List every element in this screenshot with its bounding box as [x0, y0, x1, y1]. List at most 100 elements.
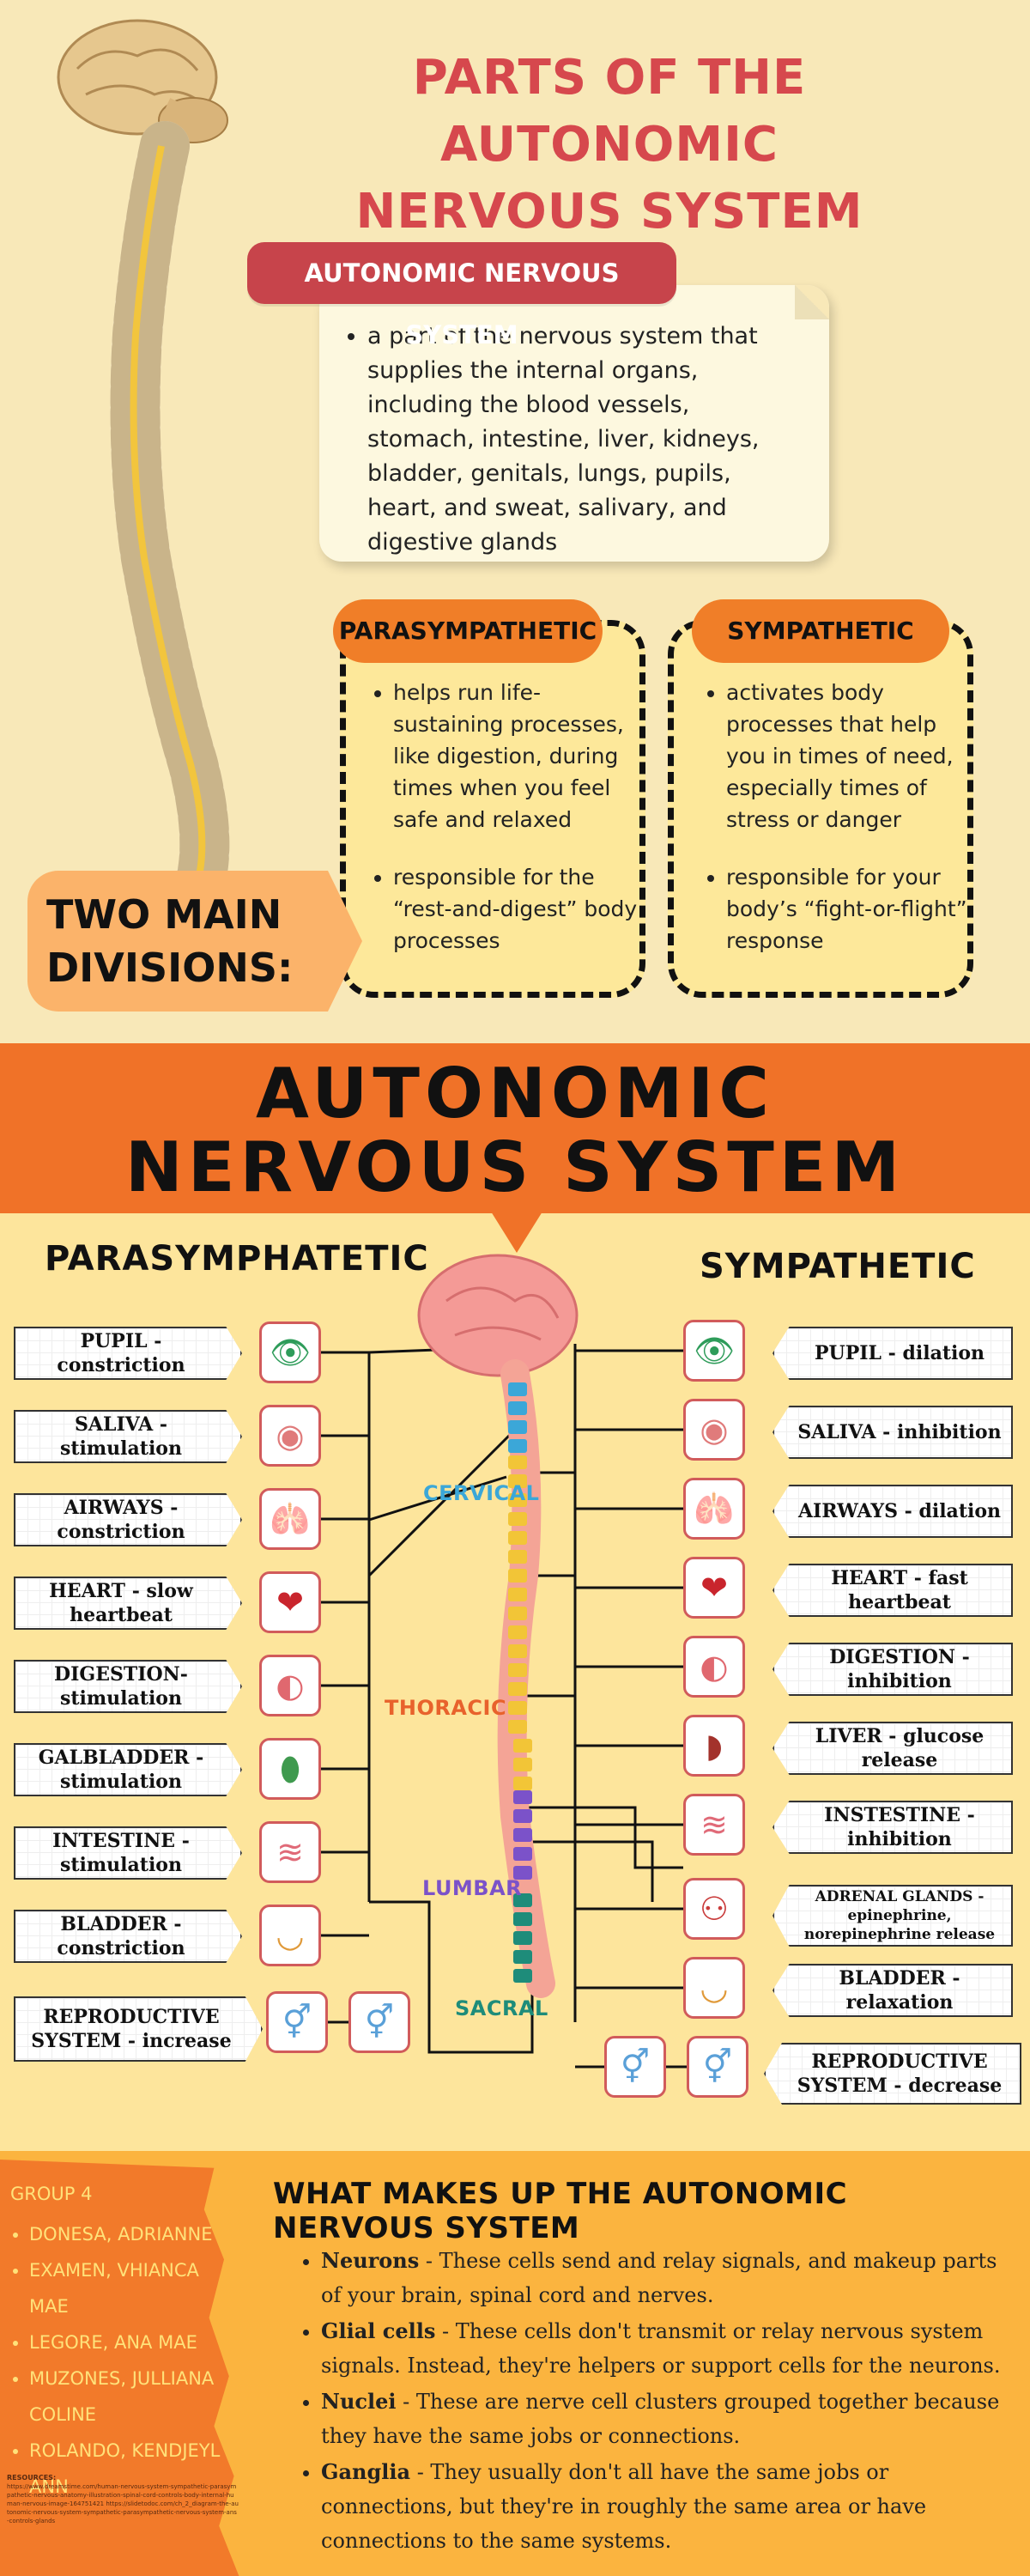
vertebra-segment: [513, 1739, 532, 1753]
heart-icon: ❤: [259, 1571, 321, 1633]
banner-pointer: [491, 1212, 542, 1253]
eye-icon: 👁: [683, 1320, 745, 1382]
brain-folds: [445, 1286, 560, 1341]
ans-diagram-section: AUTONOMIC NERVOUS SYSTEM PARASYMPHATETIC…: [0, 1043, 1030, 2151]
parasympathetic-effect-label: REPRODUCTIVE SYSTEM - increase: [14, 1996, 263, 2062]
banner-line-1: AUTONOMIC: [255, 1054, 775, 1133]
ans-overview-section: PARTS OF THE AUTONOMIC NERVOUS SYSTEM a …: [0, 0, 1030, 1043]
group-member: MUZONES, JULLIANA COLINE: [29, 2360, 235, 2433]
vertebra-segment: [513, 1790, 532, 1804]
two-main-line-1: TWO MAIN: [46, 891, 282, 938]
intestine-icon: ≋: [683, 1794, 745, 1856]
salivary-gland-icon: ◉: [259, 1405, 321, 1467]
vertebra-segment: [508, 1512, 527, 1526]
vertebra-segment: [508, 1474, 527, 1488]
page-title-line-1: PARTS OF THE AUTONOMIC: [412, 50, 807, 173]
sympathetic-effect-label: SALIVA - inhibition: [772, 1406, 1013, 1459]
sympathetic-effect-label: LIVER - glucose release: [772, 1722, 1013, 1775]
sympathetic-point: responsible for your body’s “fight-or-fl…: [726, 861, 975, 957]
sympathetic-point: activates body processes that help you i…: [726, 677, 975, 835]
parasympathetic-heading: PARASYMPATHETIC: [333, 599, 603, 663]
sympathetic-effect-label: AIRWAYS - dilation: [772, 1485, 1013, 1538]
region-label-cervical: CERVICAL: [423, 1481, 540, 1505]
vertebra-segment: [508, 1420, 527, 1434]
reproductive-icon: ⚥: [348, 1991, 410, 2053]
component-desc: - These are nerve cell clusters grouped …: [321, 2390, 1000, 2448]
region-label-lumbar: LUMBAR: [422, 1876, 523, 1900]
vertebra-segment: [508, 1401, 527, 1415]
vertebra-segment: [508, 1588, 527, 1601]
vertebra-segment: [513, 1950, 532, 1964]
resources-label: RESOURCES:: [7, 2474, 57, 2482]
component-term: Ganglia: [321, 2459, 411, 2484]
sympathetic-column-title: SYMPATHETIC: [700, 1247, 976, 1286]
sympathetic-effect-label: DIGESTION - inhibition: [772, 1643, 1013, 1696]
vertebra-segment: [513, 1828, 532, 1842]
sympathetic-effect-label: PUPIL - dilation: [772, 1327, 1013, 1380]
intestine-icon: ≋: [259, 1821, 321, 1883]
vertebra-segment: [508, 1569, 527, 1583]
parasympathetic-effect-label: SALIVA - stimulation: [14, 1410, 242, 1463]
vertebra-segment: [513, 1758, 532, 1771]
vertebra-segment: [513, 1777, 532, 1790]
sympathetic-effect-label: HEART - fast heartbeat: [772, 1564, 1013, 1617]
two-main-line-2: DIVISIONS:: [46, 945, 294, 991]
ans-label-tag: AUTONOMIC NERVOUS SYSTEM: [247, 242, 676, 349]
salivary-gland-icon: ◉: [683, 1399, 745, 1461]
group-member: LEGORE, ANA MAE: [29, 2324, 235, 2360]
vertebra-segment: [513, 1809, 532, 1823]
lungs-icon: 🫁: [259, 1488, 321, 1550]
vertebra-segment: [513, 1866, 532, 1880]
resources-links: https://www.dreamstime.com/human-nervous…: [7, 2483, 239, 2524]
vertebra-segment: [513, 1912, 532, 1926]
stomach-icon: ◐: [259, 1655, 321, 1716]
parasympathetic-effect-label: BLADDER - constriction: [14, 1910, 242, 1963]
parasympathetic-effect-label: AIRWAYS - constriction: [14, 1493, 242, 1546]
vertebra-segment: [508, 1720, 527, 1734]
vertebra-segment: [508, 1682, 527, 1696]
vertebra-segment: [508, 1439, 527, 1453]
component-item: Nuclei - These are nerve cell clusters g…: [321, 2385, 1016, 2453]
vertebra-segment: [508, 1663, 527, 1677]
reproductive-icon: ⚥: [266, 1991, 328, 2053]
reproductive-icon: ⚥: [604, 2036, 666, 2098]
nerve-line: [369, 1900, 431, 2022]
vertebra-segment: [508, 1493, 527, 1507]
parasympathetic-column-title: PARASYMPHATETIC: [45, 1239, 429, 1279]
sympathetic-heading: SYMPATHETIC: [692, 599, 949, 663]
nerve-line: [525, 1840, 654, 1902]
parasympathetic-points: helps run life-sustaining processes, lik…: [393, 677, 640, 982]
component-desc: - These cells send and relay signals, an…: [321, 2249, 997, 2307]
region-label-sacral: SACRAL: [455, 1996, 548, 2020]
vertebra-segment: [508, 1550, 527, 1564]
parasympathetic-effect-label: INTESTINE - stimulation: [14, 1826, 242, 1880]
component-term: Neurons: [321, 2248, 420, 2273]
vertebra-segment: [508, 1701, 527, 1715]
group-title: GROUP 4: [10, 2184, 93, 2204]
group-member: ROLANDO, KENDJEYL ANN: [29, 2433, 235, 2505]
vertebra-segment: [508, 1531, 527, 1545]
group-member: DONESA, ADRIANNE: [29, 2216, 235, 2252]
nerve-connection-diagram: [321, 1254, 687, 2069]
vertebra-segment: [513, 1931, 532, 1945]
kidney-icon: ⚇: [683, 1878, 745, 1940]
gallbladder-icon: ⬮: [259, 1738, 321, 1800]
vertebra-segment: [513, 1893, 532, 1907]
eye-icon: 👁: [259, 1321, 321, 1383]
heart-icon: ❤: [683, 1557, 745, 1619]
parasympathetic-point: helps run life-sustaining processes, lik…: [393, 677, 640, 835]
brain-spine-illustration: [57, 19, 230, 1004]
stomach-icon: ◐: [683, 1636, 745, 1698]
vertebra-segment: [513, 1969, 532, 1983]
reproductive-icon: ⚥: [687, 2036, 748, 2098]
parasympathetic-effect-label: HEART - slow heartbeat: [14, 1577, 242, 1630]
vertebra-segment: [508, 1455, 527, 1469]
component-term: Glial cells: [321, 2318, 436, 2343]
vertebra-segment: [508, 1625, 527, 1639]
page-title: PARTS OF THE AUTONOMIC NERVOUS SYSTEM: [258, 45, 961, 246]
sympathetic-effect-label: INSTESTINE - inhibition: [772, 1801, 1013, 1854]
component-term: Nuclei: [321, 2389, 397, 2414]
components-list: Neurons - These cells send and relay sig…: [321, 2244, 1016, 2560]
group-members: DONESA, ADRIANNE EXAMEN, VHIANCA MAE LEG…: [29, 2216, 235, 2505]
bladder-icon: ◡: [259, 1905, 321, 1966]
